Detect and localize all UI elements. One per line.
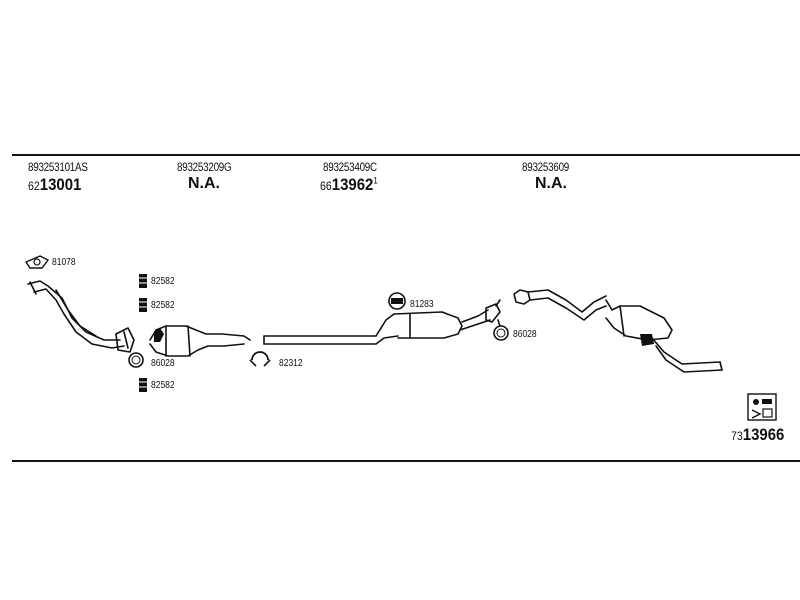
- hanger-icon-81283[interactable]: [388, 292, 406, 310]
- oem-number-2: 893253209G: [177, 160, 232, 174]
- oem-number-1: 893253101AS: [28, 160, 88, 174]
- part-na-2: N.A.: [188, 175, 220, 192]
- oem-number-4: 893253609: [522, 160, 570, 174]
- label-82312: 82312: [279, 358, 303, 369]
- part-number-1-prefix: 62: [28, 179, 40, 193]
- rubber-mount-icon-2[interactable]: [139, 298, 147, 312]
- label-86028-a: 86028: [151, 358, 175, 369]
- part-number-3-main: 13962: [331, 175, 374, 194]
- catalytic-converter[interactable]: [149, 325, 251, 357]
- label-86028-b: 86028: [513, 329, 537, 340]
- seal-ring-icon-86028-right[interactable]: [493, 325, 509, 341]
- label-82582-a: 82582: [151, 276, 175, 287]
- top-rule: [12, 154, 800, 156]
- gasket-icon-81078[interactable]: [24, 255, 50, 269]
- label-81283: 81283: [410, 299, 434, 310]
- flange-connector[interactable]: [485, 299, 501, 327]
- front-pipe[interactable]: [27, 280, 135, 353]
- rubber-mount-icon-1[interactable]: [139, 274, 147, 288]
- oem-number-3: 893253409C: [323, 160, 377, 174]
- mounting-kit-icon[interactable]: [747, 393, 777, 421]
- part-number-3[interactable]: 66139621: [320, 175, 378, 195]
- middle-silencer[interactable]: [375, 309, 491, 345]
- rear-silencer[interactable]: [513, 289, 723, 373]
- part-na-4: N.A.: [535, 175, 567, 192]
- seal-ring-icon-86028-left[interactable]: [128, 352, 144, 368]
- label-82582-c: 82582: [151, 380, 175, 391]
- label-81078: 81078: [52, 257, 76, 268]
- part-number-1[interactable]: 6213001: [28, 175, 81, 195]
- clamp-icon-82312[interactable]: [249, 351, 271, 367]
- intermediate-straight-pipe[interactable]: [263, 335, 377, 345]
- label-82582-b: 82582: [151, 300, 175, 311]
- mounting-kit-prefix: 73: [731, 429, 743, 443]
- mounting-kit-number[interactable]: 7313966: [731, 425, 784, 445]
- bottom-rule: [12, 460, 800, 462]
- rubber-mount-icon-3[interactable]: [139, 378, 147, 392]
- part-number-3-suffix: 1: [373, 175, 378, 186]
- part-number-1-main: 13001: [39, 175, 82, 194]
- mounting-kit-main: 13966: [742, 425, 785, 444]
- part-number-3-prefix: 66: [320, 179, 332, 193]
